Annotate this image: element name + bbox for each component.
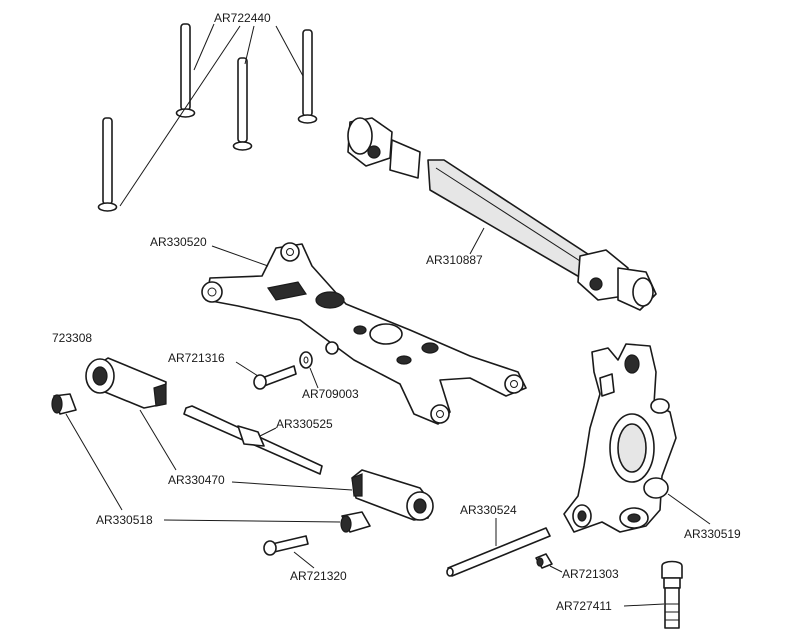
screw-ar721320 [263, 535, 309, 556]
label-ar330519: AR330519 [684, 527, 741, 541]
leader-ar721316 [235, 361, 259, 377]
label-ar330524: AR330524 [460, 503, 517, 517]
label-ar721303: AR721303 [562, 567, 619, 581]
leader-ar722440 [119, 23, 304, 207]
hinge-pin-1 [175, 23, 196, 118]
leader-ar721320 [293, 551, 315, 569]
leader-ar330520 [211, 245, 269, 267]
pin-ar330524 [446, 527, 551, 577]
leader-ar727411 [623, 603, 665, 607]
label-ar330525: AR330525 [276, 417, 333, 431]
label-ar330470: AR330470 [168, 473, 225, 487]
label-ar330520: AR330520 [150, 235, 207, 249]
washer-ar709003 [299, 351, 313, 369]
label-ar709003: AR709003 [302, 387, 359, 401]
leader-ar330470 [139, 409, 353, 491]
turnbuckle-ar330525 [183, 405, 323, 475]
leader-ar310887 [469, 227, 485, 255]
label-ar727411: AR727411 [556, 599, 612, 613]
hub-carrier [563, 343, 677, 533]
nut-ar721303 [535, 553, 553, 569]
leader-ar330518 [65, 413, 341, 523]
bolt-ar727411 [661, 560, 683, 629]
drive-shaft [347, 117, 657, 311]
bushing-left [51, 393, 77, 415]
bushing-ar330518 [340, 511, 371, 533]
leader-ar330525 [259, 427, 277, 437]
leader-ar721303 [549, 565, 563, 573]
leader-ar330519 [667, 493, 711, 525]
hinge-pins [97, 23, 318, 212]
label-ar310887: AR310887 [426, 253, 483, 267]
label-ar721316: AR721316 [168, 351, 225, 365]
label-723308: 723308 [52, 331, 92, 345]
rod-end-right [351, 469, 434, 521]
leader-ar709003 [309, 367, 319, 389]
hinge-pin-3 [232, 57, 253, 151]
suspension-arm [201, 242, 527, 425]
rod-end-left [85, 357, 167, 409]
label-ar721320: AR721320 [290, 569, 347, 583]
hinge-pin-4 [97, 117, 118, 212]
screw-ar721316 [253, 365, 297, 390]
hinge-pin-2 [297, 29, 318, 124]
label-ar330518: AR330518 [96, 513, 153, 527]
label-ar722440: AR722440 [214, 11, 271, 25]
